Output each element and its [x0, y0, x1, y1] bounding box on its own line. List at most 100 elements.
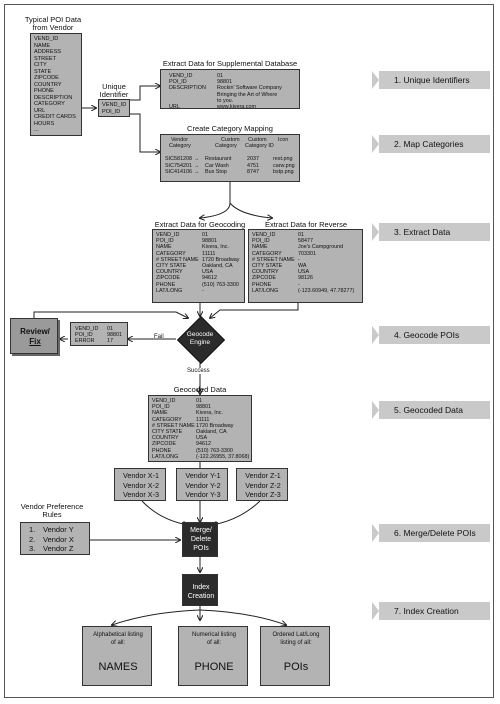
category-mapping-box: Vendor Custom Custom Icon Category Categ…: [160, 134, 300, 182]
field-key: COUNTRY: [156, 269, 183, 276]
merge-line3: POIs: [193, 545, 209, 552]
step-label: 2. Map Categories: [394, 139, 464, 149]
step-band: 7. Index Creation: [372, 602, 490, 620]
field-value: 98801: [202, 238, 217, 245]
unique-identifier-title: Unique Identifier: [94, 83, 134, 99]
preference-item: 2.Vendor X: [29, 535, 74, 545]
vendor-item: Vendor X-2: [123, 480, 159, 490]
category-id: 4751: [247, 162, 259, 169]
category-id: 8747: [247, 169, 259, 175]
category-vendor: SIC414106: [165, 169, 192, 175]
vendor-item: Vendor Y-3: [185, 490, 221, 499]
merge-delete-label: Merge/ Delete POIs: [183, 526, 219, 553]
output-big-label: NAMES: [98, 661, 138, 673]
field-value: Joe's Campground: [298, 244, 344, 251]
field-value: Oakland, CA: [196, 429, 227, 435]
poi-field: COUNTRY: [34, 81, 62, 88]
review-fix-label: Review/ Fix: [11, 327, 59, 347]
step-notch: [372, 135, 379, 153]
preference-title: Vendor Preference Rules: [14, 503, 90, 519]
category-custom: Bus Stop: [205, 169, 227, 175]
preference-title-line2: Rules: [42, 510, 62, 519]
vendor-item: Vendor Z-1: [245, 471, 281, 480]
field-value: -: [298, 256, 300, 263]
field-value: 703301: [298, 250, 316, 257]
field-value: (-122.26955, 37.8068): [196, 453, 250, 460]
step-band: 3. Extract Data: [372, 223, 490, 241]
arrow-icon: →: [194, 162, 200, 169]
preference-number: 3.: [29, 544, 36, 553]
field-key: # STREET NAME: [152, 422, 195, 429]
category-id: 2037: [247, 156, 259, 162]
output-caption: listing of all:: [280, 639, 312, 646]
preference-item: 3.Vendor Z: [29, 544, 74, 554]
field-key: VEND_ID: [156, 232, 180, 238]
step-band: 1. Unique Identifiers: [372, 71, 490, 89]
category-icon-file: carw.png: [273, 162, 295, 169]
poi-field: CATEGORY: [34, 101, 65, 107]
output-caption: Ordered Lat/Long: [272, 632, 320, 638]
step-notch: [372, 602, 379, 620]
unique-identifier-title-line2: Identifier: [99, 90, 129, 99]
poi-field: ZIPCODE: [34, 75, 59, 81]
field-key: CITY STATE: [156, 263, 187, 269]
field-key: POI_ID: [252, 238, 270, 245]
field-key: URL: [169, 104, 180, 110]
field-key: VEND_ID: [152, 398, 176, 404]
field-value: USA: [298, 269, 310, 276]
field-key: CATEGORY: [152, 416, 182, 423]
field-key: CATEGORY: [252, 250, 282, 257]
index-line2: Creation: [187, 593, 215, 600]
field-value: Bringing the Art of Where: [217, 91, 278, 98]
typical-poi-title: Typical POI Data from Vendor: [22, 16, 84, 32]
preference-vendor: Vendor Y: [43, 525, 74, 534]
field-value: 1720 Broadway: [202, 256, 240, 263]
geocoded-title: Geocoded Data: [173, 385, 227, 394]
category-header-custom-id: Custom: [248, 137, 267, 143]
field-value: 01: [107, 326, 113, 332]
field-key: LAT/LONG: [156, 287, 183, 294]
field-value: 98801: [217, 79, 232, 86]
category-header-vendor: Vendor: [171, 137, 189, 143]
field-key: NAME: [252, 244, 268, 251]
field-value: 98801: [107, 332, 122, 339]
vendor-item: Vendor X-1: [123, 471, 159, 480]
step-band: 4. Geocode POIs: [372, 326, 490, 344]
field-key: POI_ID: [169, 79, 187, 86]
unique-identifier-field: POI_ID: [102, 108, 121, 115]
category-vendor: SIC754201: [165, 162, 192, 169]
category-custom: Car Wash: [205, 162, 229, 169]
field-value: 01: [202, 232, 208, 238]
unique-identifier-field: VEND_ID: [102, 102, 127, 108]
geocode-engine-label: Geocode Engine: [177, 331, 223, 346]
field-value: 01: [196, 398, 202, 404]
field-value: USA: [202, 269, 214, 276]
category-icon-file: rest.png: [273, 156, 293, 162]
poi-field: STREET: [34, 55, 57, 62]
merge-line2: Delete: [190, 536, 212, 543]
preference-number: 1.: [29, 525, 36, 534]
category-header-custom: Custom: [221, 137, 240, 143]
preference-title-line1: Vendor Preference: [20, 502, 84, 511]
field-key: LAT/LONG: [252, 287, 279, 294]
field-key: POI_ID: [75, 332, 93, 339]
diagram-frame: [4, 4, 494, 698]
step-notch: [372, 326, 379, 344]
field-value: 01: [298, 232, 304, 238]
field-key: VEND_ID: [252, 232, 276, 238]
poi-field: VEND_ID: [34, 36, 59, 42]
preference-vendor: Vendor X: [43, 534, 74, 544]
field-value: Oakland, CA: [202, 263, 233, 269]
vendor-item: Vendor Y-2: [185, 480, 221, 490]
field-value: to you.: [217, 97, 234, 104]
field-key: PHONE: [152, 447, 172, 454]
